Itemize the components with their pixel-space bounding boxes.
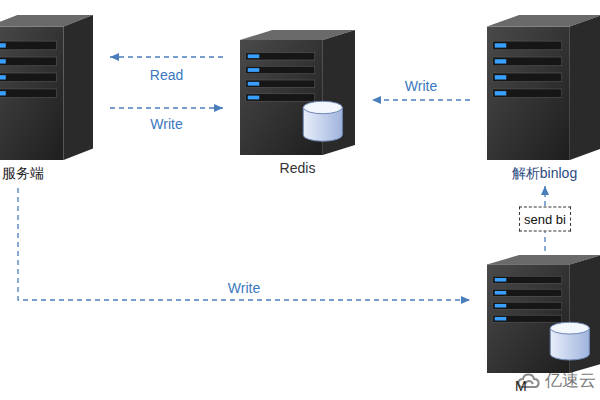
server-icon: [487, 255, 600, 373]
server-label: Redis: [240, 159, 355, 177]
edge-label: Read: [147, 67, 186, 84]
server-node: 服务端: [0, 15, 93, 182]
server-label: 解析binlog: [487, 164, 600, 182]
server-node: M: [487, 255, 600, 395]
edge-label: Write: [147, 116, 185, 133]
server-icon: [487, 15, 600, 160]
server-node: 解析binlog: [487, 15, 600, 182]
edge-label: Write: [402, 78, 440, 95]
server-label: M: [487, 377, 600, 395]
server-icon: [240, 30, 355, 155]
server-node: Redis: [240, 30, 355, 177]
dashed-arrow: [110, 107, 223, 108]
dashed-arrow: [372, 99, 470, 100]
edge-label: send bi: [519, 206, 571, 231]
edge-label: Write: [225, 280, 263, 297]
server-label: 服务端: [0, 164, 93, 182]
dashed-arrow: [18, 188, 470, 300]
server-icon: [0, 15, 93, 160]
dashed-arrow: [110, 56, 223, 57]
